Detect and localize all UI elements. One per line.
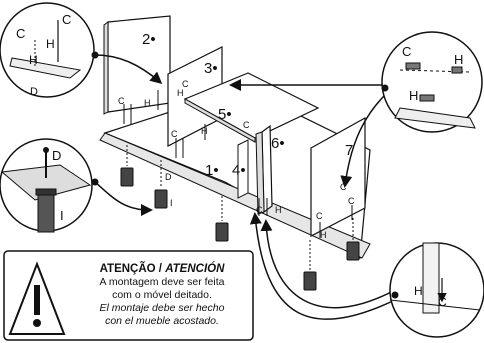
foot-group [120, 167, 360, 291]
foot [303, 271, 317, 291]
warning-text: ATENÇÃO / ATENCIÓN A montagem deve ser f… [70, 263, 254, 328]
foot-label: I [170, 198, 173, 208]
foot [154, 189, 168, 209]
warning-panel: ATENÇÃO / ATENCIÓN A montagem deve ser f… [4, 251, 253, 340]
warning-box [3, 250, 254, 341]
detail-circle-foot: D I [0, 138, 99, 233]
panel-2-edge [103, 21, 109, 115]
foot-label: I [60, 208, 64, 223]
panel-label-4: 7 [345, 142, 353, 159]
arrow-bottomright-to-panel7 [260, 219, 396, 309]
panel-label-6: 5• [218, 106, 232, 123]
cam-label: C [16, 26, 25, 41]
arrow-topright-to-panel4 [340, 94, 386, 188]
dowel-label: H [409, 88, 418, 103]
panel-1-slab [99, 132, 371, 259]
dowel-label: H [454, 52, 463, 67]
warning-title-es: ATENCIÓN [165, 263, 225, 275]
cam-label: C [402, 44, 411, 59]
warning-title-separator: / [155, 263, 166, 275]
cam-label: C [243, 120, 250, 130]
panel-label-5: 4• [232, 162, 246, 179]
dowel-label: H [144, 98, 151, 108]
panel-7-face [255, 131, 265, 215]
arrow-topleft-to-panel [94, 54, 163, 84]
cam-label: C [171, 129, 178, 139]
cam-label: C [118, 96, 125, 106]
panel-label-7: 6• [271, 135, 285, 152]
detail-circle-bottom-joint: H C [389, 242, 484, 338]
dowel-label: H [320, 230, 327, 240]
dowel-label: H [46, 37, 55, 51]
dowel-label: H [275, 205, 282, 215]
arrow-foot-detail [94, 181, 153, 216]
cam-label: C [182, 79, 189, 89]
panel-label-2: 2• [142, 31, 156, 48]
screw-label: D [30, 86, 38, 98]
cam-label: C [348, 196, 355, 206]
warning-es-line-1: El montaje debe ser hecho [99, 302, 225, 314]
warning-triangle-icon [8, 261, 66, 335]
detail-circle-cam-dowel: C C H H D [0, 2, 99, 98]
detail-circle-screw-cam: C H H [381, 31, 483, 133]
cam-label: C [62, 12, 71, 27]
foot [215, 222, 229, 242]
panel-label-3: 3• [204, 60, 218, 77]
panel-label-1: 1• [205, 162, 219, 179]
warning-pt-line-2: com o móvel deitado. [112, 289, 212, 301]
warning-pt-line-1: A montagem deve ser feita [99, 276, 225, 288]
dowel-label: H [201, 126, 208, 136]
warning-title: ATENÇÃO / ATENCIÓN [70, 263, 254, 276]
foot [120, 167, 134, 187]
dowel-label: H [177, 88, 184, 98]
cam-label: C [438, 295, 447, 309]
panel-5 [237, 139, 249, 199]
warning-es-line-2: con el mueble acostado. [105, 315, 219, 327]
cam-label: C [256, 205, 263, 215]
panel-6-edge [184, 98, 256, 143]
dowel-label: H [29, 53, 38, 67]
dowel-label: H [414, 284, 423, 298]
screw-label: D [165, 172, 172, 182]
foot [346, 241, 360, 261]
screw-label: D [52, 148, 61, 163]
warning-title-pt: ATENÇÃO [99, 263, 156, 275]
cam-label: C [316, 211, 323, 221]
arrow-bottomright-to-base [249, 212, 396, 320]
